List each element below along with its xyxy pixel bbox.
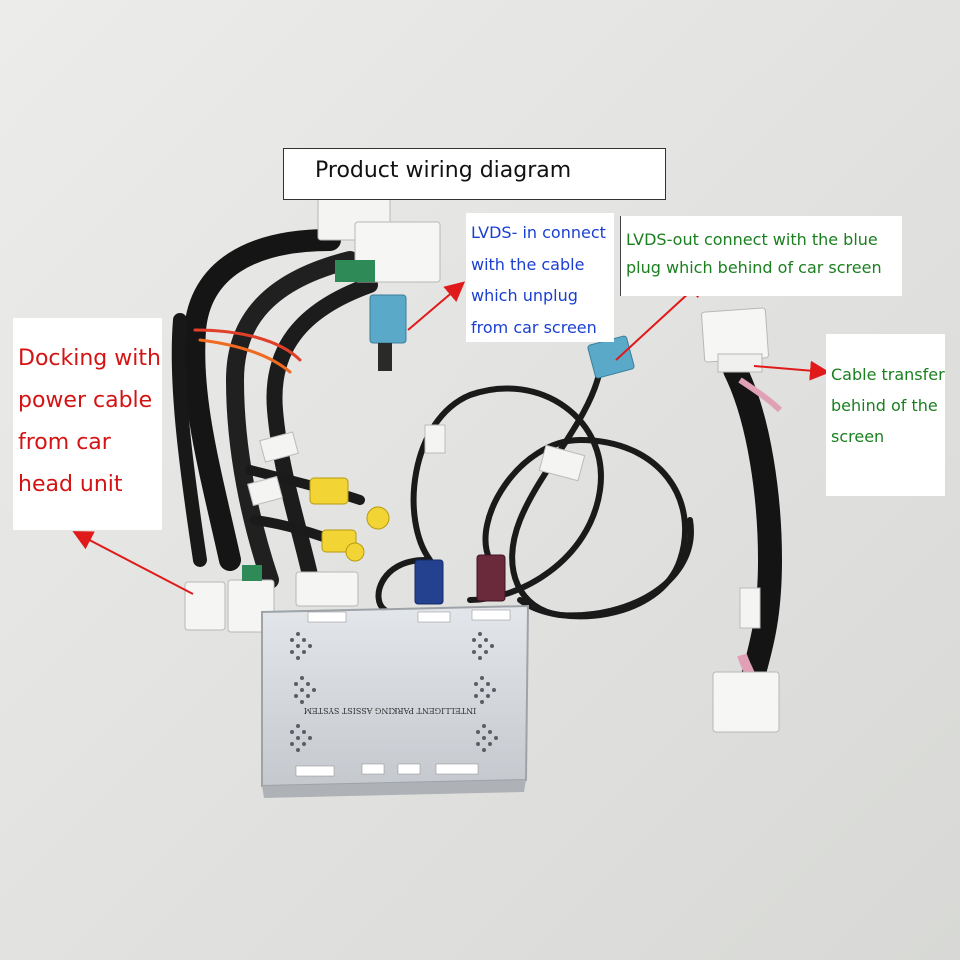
title-text: Product wiring diagram	[315, 158, 572, 183]
control-box: INTELLIGENT PARKING ASSIST SYSTEM	[261, 604, 530, 798]
docking-callout: Docking with power cable from car head u…	[13, 318, 162, 530]
docking-line-4: head unit	[18, 472, 123, 497]
lvds-out-line-2: plug which behind of car screen	[626, 258, 882, 277]
rca-connectors	[309, 477, 390, 562]
lvds-in-line-2: with the cable	[471, 254, 585, 274]
cable-tags	[247, 424, 586, 507]
page-title: Product wiring diagram	[283, 148, 666, 200]
transfer-callout: Cable transfer behind of the screen	[826, 334, 945, 496]
device-name: INTELLIGENT PARKING ASSIST SYSTEM	[304, 706, 476, 715]
blue-lvds-plug-top	[369, 294, 407, 371]
lvds-in-line-4: from car screen	[471, 317, 597, 337]
black-cables	[375, 367, 694, 620]
docking-line-3: from car	[18, 430, 111, 455]
lvds-out-callout: LVDS-out connect with the blue plug whic…	[620, 216, 902, 296]
transfer-line-3: screen	[831, 427, 885, 446]
transfer-line-2: behind of the	[831, 396, 938, 415]
lvds-in-callout: LVDS- in connect with the cable which un…	[466, 213, 614, 342]
transfer-cable	[701, 307, 783, 733]
wiring-harness	[171, 229, 378, 589]
docking-line-1: Docking with	[18, 346, 161, 371]
lvds-in-line-1: LVDS- in connect	[471, 223, 606, 242]
docking-line-2: power cable	[18, 388, 153, 413]
transfer-line-1: Cable transfer	[831, 365, 945, 384]
lvds-out-line-1: LVDS-out connect with the blue	[626, 230, 878, 249]
bottom-connectors	[184, 554, 506, 633]
lvds-in-line-3: which unplug	[471, 286, 578, 305]
